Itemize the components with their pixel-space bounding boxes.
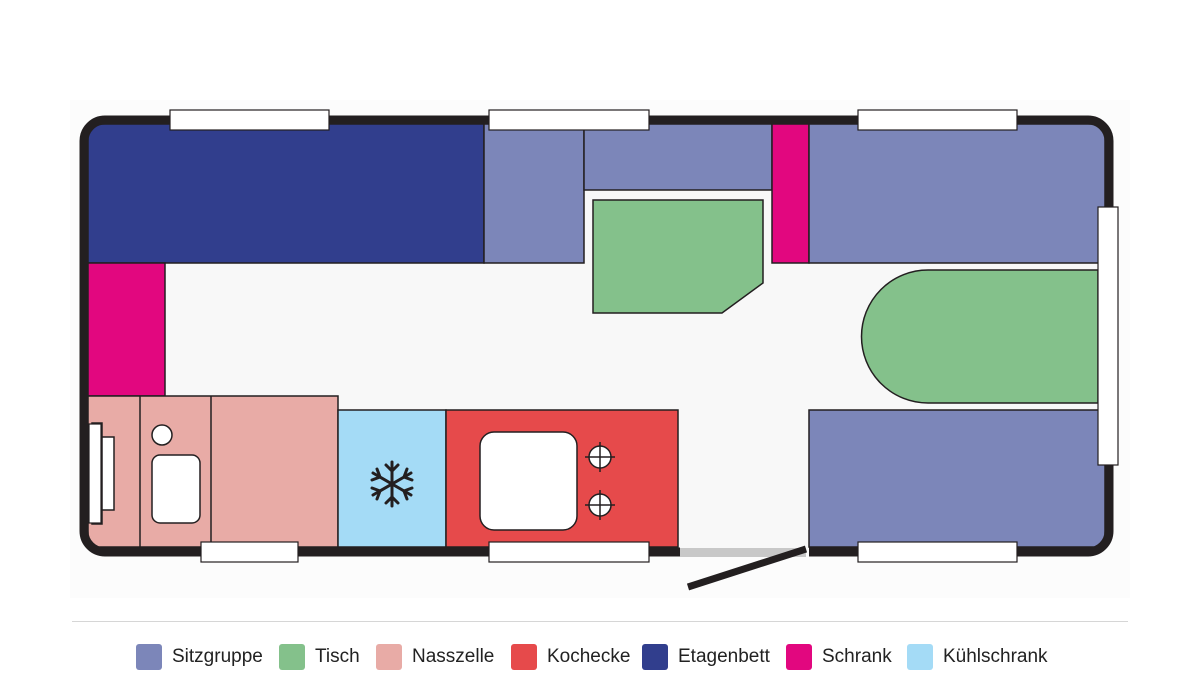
legend-item-sitzgruppe: Sitzgruppe	[136, 644, 263, 670]
window	[169, 109, 330, 131]
legend-swatch-kochecke	[511, 644, 537, 670]
sitzgruppe-zone-top-left	[483, 123, 585, 264]
door-threshold	[680, 548, 806, 557]
toilet-seat-icon	[101, 436, 115, 511]
floor-plan	[79, 109, 1119, 591]
entrance-door[interactable]	[686, 545, 808, 591]
window	[488, 541, 650, 563]
legend-divider	[72, 621, 1128, 622]
burner-icon	[585, 442, 615, 472]
sitzgruppe-zone-top-bench	[583, 123, 773, 191]
legend-label-etagenbett: Etagenbett	[678, 646, 770, 667]
washbasin-icon	[151, 454, 201, 524]
legend-item-schrank: Schrank	[786, 644, 892, 670]
burner-icon	[585, 490, 615, 520]
legend-item-etagenbett: Etagenbett	[642, 644, 770, 670]
window	[857, 109, 1018, 131]
window	[200, 541, 299, 563]
legend-label-tisch: Tisch	[315, 646, 360, 667]
legend-item-kochecke: Kochecke	[511, 644, 630, 670]
schrank-zone-left	[87, 262, 166, 397]
legend-item-nasszelle: Nasszelle	[376, 644, 494, 670]
sink-icon	[479, 431, 578, 531]
legend-label-nasszelle: Nasszelle	[412, 646, 495, 667]
schrank-zone-top	[771, 123, 810, 264]
legend-swatch-tisch	[279, 644, 305, 670]
legend-label-sitzgruppe: Sitzgruppe	[172, 646, 263, 667]
window	[488, 109, 650, 131]
legend-swatch-kuehlschrank	[907, 644, 933, 670]
legend-swatch-nasszelle	[376, 644, 402, 670]
window	[88, 423, 102, 524]
sitzgruppe-zone-bottom-right	[808, 409, 1106, 548]
washbasin-tap-icon	[151, 424, 173, 446]
legend-swatch-schrank	[786, 644, 812, 670]
legend-item-kuehlschrank: Kühlschrank	[907, 644, 1048, 670]
legend-label-schrank: Schrank	[822, 646, 892, 667]
legend-swatch-etagenbett	[642, 644, 668, 670]
tisch-zone-middle	[592, 199, 764, 314]
window	[857, 541, 1018, 563]
sitzgruppe-zone-top-right	[808, 123, 1106, 264]
nasszelle-zone	[87, 395, 339, 548]
legend-swatch-sitzgruppe	[136, 644, 162, 670]
snowflake-icon	[370, 460, 414, 508]
legend-label-kochecke: Kochecke	[547, 646, 631, 667]
etagenbett-zone	[87, 123, 485, 264]
legend-label-kuehlschrank: Kühlschrank	[943, 646, 1048, 667]
tisch-zone-right	[860, 269, 1099, 404]
legend-item-tisch: Tisch	[279, 644, 360, 670]
window	[1097, 206, 1119, 466]
